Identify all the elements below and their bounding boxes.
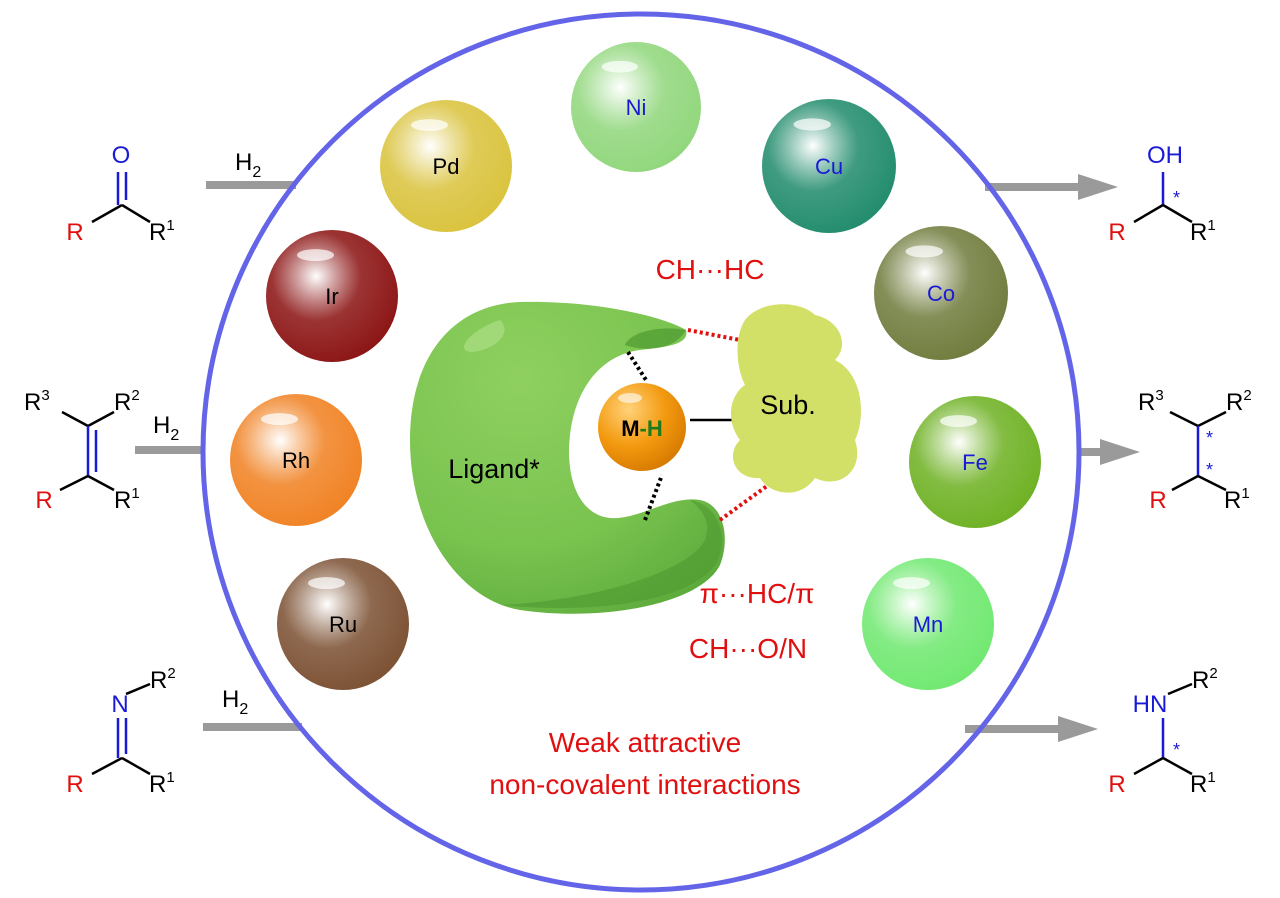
h2-label-alkene: H2 bbox=[153, 412, 179, 444]
alkene-r3: R3 bbox=[24, 387, 50, 416]
metal-label-ni: Ni bbox=[626, 95, 647, 120]
ketone-r: R bbox=[66, 219, 83, 246]
alkane-star-2: * bbox=[1206, 460, 1213, 480]
metal-sphere-highlight bbox=[308, 577, 345, 590]
metal-sphere-highlight bbox=[940, 415, 977, 428]
alkane-structure bbox=[1169, 410, 1227, 492]
caption-line-1: Weak attractive bbox=[549, 727, 741, 758]
alcohol-oh: OH bbox=[1147, 142, 1183, 169]
substrate-label: Sub. bbox=[760, 390, 816, 420]
arrow-alcohol bbox=[985, 174, 1118, 200]
metal-label-ru: Ru bbox=[329, 612, 357, 637]
metal-sphere-body bbox=[762, 99, 896, 233]
h2-label-imine: H2 bbox=[222, 686, 248, 718]
metal-sphere-body bbox=[230, 394, 362, 526]
alkene-r1: R1 bbox=[114, 485, 140, 514]
metal-sphere-highlight bbox=[601, 60, 638, 73]
metal-label-fe: Fe bbox=[962, 450, 988, 475]
alkene-structure bbox=[59, 410, 115, 492]
catalyst-ring bbox=[200, 11, 1082, 893]
imine-r: R bbox=[66, 771, 83, 798]
interaction-pi: π···HC/π bbox=[700, 578, 815, 609]
alcohol-structure bbox=[1133, 172, 1193, 224]
imine-nitrogen: N bbox=[111, 691, 128, 718]
metal-sphere-body bbox=[277, 558, 409, 690]
metal-sphere-body bbox=[571, 42, 701, 172]
h2-label-ketone: H2 bbox=[235, 149, 261, 181]
caption-line-2: non-covalent interactions bbox=[489, 769, 800, 800]
alkene-r2: R2 bbox=[114, 387, 140, 416]
metal-sphere-highlight bbox=[793, 118, 832, 131]
amine-star: * bbox=[1173, 740, 1180, 760]
ketone-structure bbox=[91, 172, 151, 224]
metal-label-ir: Ir bbox=[325, 284, 338, 309]
metal-sphere-ru: Ru bbox=[277, 558, 409, 690]
metal-sphere-highlight bbox=[297, 249, 334, 262]
metal-sphere-rh: Rh bbox=[230, 394, 362, 526]
metal-sphere-highlight bbox=[893, 577, 930, 590]
amine-hn: HN bbox=[1133, 691, 1168, 718]
imine-r1: R1 bbox=[149, 769, 175, 798]
alkane-r3: R3 bbox=[1138, 387, 1164, 416]
metal-sphere-body bbox=[380, 100, 512, 232]
imine-r2: R2 bbox=[150, 665, 176, 694]
metal-sphere-highlight bbox=[261, 413, 298, 426]
ligand-label: Ligand* bbox=[448, 454, 540, 484]
alcohol-r: R bbox=[1108, 219, 1125, 246]
amine-structure bbox=[1133, 682, 1193, 776]
metal-label-co: Co bbox=[927, 281, 955, 306]
metal-sphere-cu: Cu bbox=[762, 99, 896, 233]
metal-sphere-body bbox=[909, 396, 1041, 528]
metal-sphere-ir: Ir bbox=[266, 230, 398, 362]
substrate-shape bbox=[730, 304, 861, 493]
metal-sphere-co: Co bbox=[874, 226, 1008, 360]
metal-sphere-ni: Ni bbox=[571, 42, 701, 172]
amine-r2: R2 bbox=[1192, 665, 1218, 694]
imine-structure bbox=[91, 682, 151, 776]
ketone-r1: R1 bbox=[149, 217, 175, 246]
metal-label-rh: Rh bbox=[282, 448, 310, 473]
metal-sphere-body bbox=[874, 226, 1008, 360]
metal-sphere-body bbox=[266, 230, 398, 362]
metal-sphere-body bbox=[862, 558, 994, 690]
alkane-star-1: * bbox=[1206, 428, 1213, 448]
metal-sphere-pd: Pd bbox=[380, 100, 512, 232]
metal-sphere-highlight bbox=[905, 245, 944, 258]
metal-label-mn: Mn bbox=[913, 612, 944, 637]
metal-label-pd: Pd bbox=[433, 154, 460, 179]
metal-sphere-fe: Fe bbox=[909, 396, 1041, 528]
ketone-oxygen: O bbox=[112, 142, 131, 169]
amine-r: R bbox=[1108, 771, 1125, 798]
metal-hydride-label: M-H bbox=[621, 416, 663, 441]
metal-label-cu: Cu bbox=[815, 154, 843, 179]
amine-r1: R1 bbox=[1190, 769, 1216, 798]
interaction-chhc: CH···HC bbox=[656, 254, 765, 285]
arrow-alkane bbox=[1080, 439, 1140, 465]
interaction-cho: CH···O/N bbox=[689, 633, 807, 664]
metal-sphere-highlight bbox=[411, 119, 448, 132]
alcohol-r1: R1 bbox=[1190, 217, 1216, 246]
alcohol-star: * bbox=[1173, 188, 1180, 208]
metal-hydride bbox=[598, 383, 686, 471]
alkane-r2: R2 bbox=[1226, 387, 1252, 416]
alkane-r: R bbox=[1149, 487, 1166, 514]
alkane-r1: R1 bbox=[1224, 485, 1250, 514]
alkene-r: R bbox=[35, 487, 52, 514]
ligand-shape bbox=[410, 301, 725, 614]
metal-sphere-mn: Mn bbox=[862, 558, 994, 690]
